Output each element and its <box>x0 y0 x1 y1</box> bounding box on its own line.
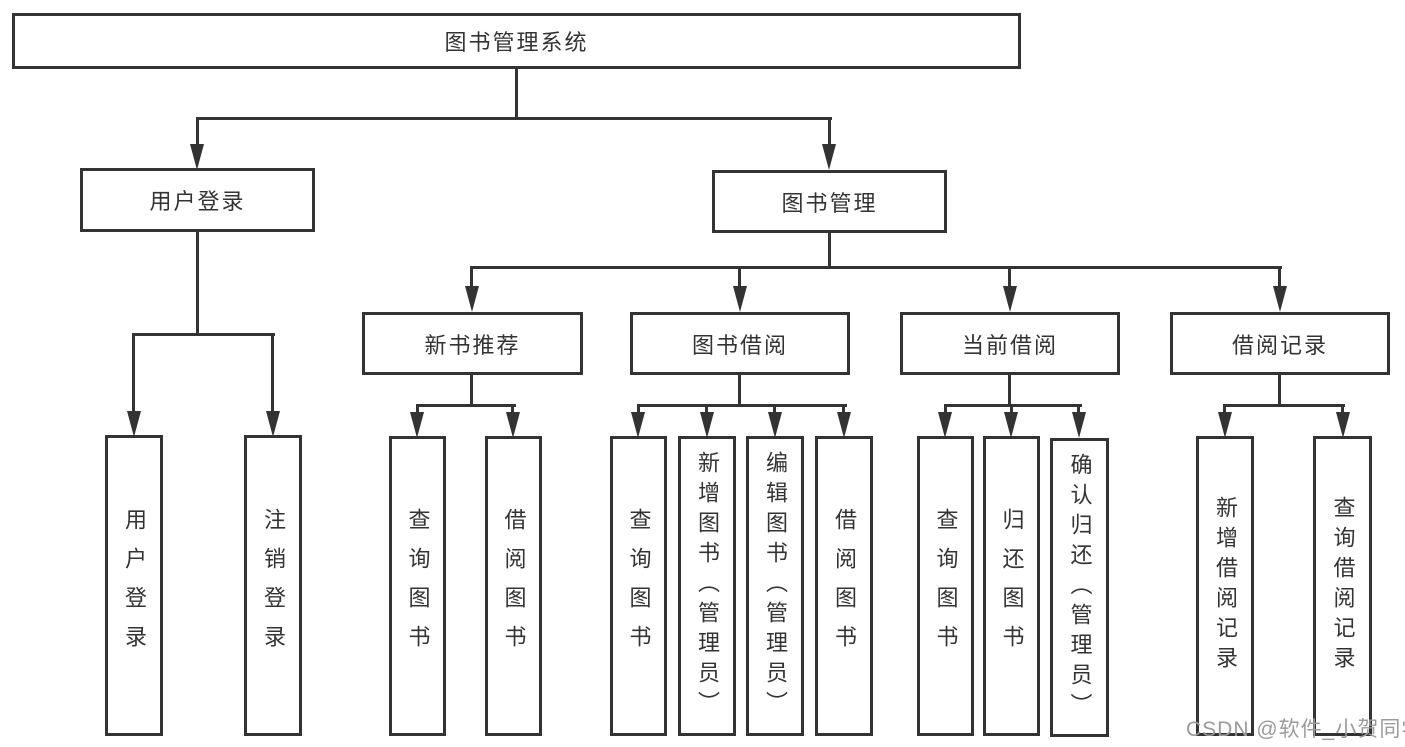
csdn-watermark: CSDN @软件_小贺同学 <box>1186 718 1405 741</box>
arrowhead <box>127 411 141 437</box>
connector-line <box>637 404 847 407</box>
connector-line <box>944 404 1082 407</box>
connector-line <box>1223 404 1345 407</box>
arrowhead <box>190 144 204 170</box>
connector-line <box>828 117 831 145</box>
node-library-system: 图书管理系统 <box>12 13 1021 69</box>
connector-line <box>705 404 708 414</box>
connector-line <box>196 232 199 335</box>
node-new-book-recommend: 新书推荐 <box>362 312 583 375</box>
leaf-br-query-record: 查询借阅记录 <box>1313 436 1372 736</box>
leaf-logout: 注销登录 <box>244 435 302 736</box>
connector-line <box>511 404 514 414</box>
connector-line <box>637 404 640 414</box>
leaf-br-add-record: 新增借阅记录 <box>1196 436 1254 736</box>
connector-line <box>828 233 831 269</box>
arrowhead <box>822 144 836 170</box>
arrowhead <box>1004 412 1018 438</box>
connector-line <box>132 333 135 412</box>
connector-line <box>515 68 518 118</box>
connector-line <box>470 375 473 406</box>
node-borrowing-records: 借阅记录 <box>1170 312 1390 375</box>
connector-line <box>416 404 419 414</box>
connector-line <box>132 333 275 336</box>
connector-line <box>470 266 473 288</box>
arrowhead <box>938 412 952 438</box>
connector-line <box>773 404 776 414</box>
arrowhead <box>837 412 851 438</box>
arrowhead <box>768 412 782 438</box>
arrowhead <box>266 411 280 437</box>
leaf-bb-edit-books-admin: 编辑图书（管理员） <box>746 436 804 736</box>
connector-line <box>1077 404 1080 414</box>
arrowhead <box>1072 412 1086 438</box>
connector-line <box>470 266 1282 269</box>
node-book-management: 图书管理 <box>712 170 947 233</box>
node-book-borrowing: 图书借阅 <box>630 312 850 375</box>
connector-line <box>1008 266 1011 288</box>
connector-line <box>1223 404 1226 414</box>
node-current-borrowing: 当前借阅 <box>900 312 1120 375</box>
arrowhead <box>631 412 645 438</box>
arrowhead <box>506 412 520 438</box>
leaf-cb-query-books: 查询图书 <box>917 436 974 736</box>
leaf-nbr-borrow-books: 借阅图书 <box>485 436 542 736</box>
connector-line <box>1010 404 1013 414</box>
leaf-cb-confirm-return-admin: 确认归还（管理员） <box>1050 438 1109 737</box>
connector-line <box>416 404 516 407</box>
connector-line <box>738 375 741 406</box>
connector-line <box>1341 404 1344 414</box>
leaf-user-login: 用户登录 <box>105 435 163 736</box>
arrowhead <box>1218 412 1232 438</box>
arrowhead <box>1273 286 1287 312</box>
arrowhead <box>733 286 747 312</box>
connector-line <box>944 404 947 414</box>
connector-line <box>271 333 274 412</box>
arrowhead <box>410 412 424 438</box>
connector-line <box>196 117 199 145</box>
connector-line <box>1278 375 1281 406</box>
leaf-cb-return-books: 归还图书 <box>983 436 1040 736</box>
arrowhead <box>1003 286 1017 312</box>
arrowhead <box>700 412 714 438</box>
arrowhead <box>465 286 479 312</box>
connector-line <box>1008 375 1011 406</box>
leaf-bb-add-books-admin: 新增图书（管理员） <box>678 436 736 736</box>
node-user-login: 用户登录 <box>80 168 315 232</box>
leaf-bb-borrow-books: 借阅图书 <box>815 436 873 736</box>
leaf-bb-query-books: 查询图书 <box>610 436 667 736</box>
arrowhead <box>1336 412 1350 438</box>
connector-line <box>1278 266 1281 288</box>
connector-line <box>738 266 741 288</box>
connector-line <box>842 404 845 414</box>
leaf-nbr-query-books: 查询图书 <box>389 436 446 736</box>
connector-line <box>196 117 832 120</box>
